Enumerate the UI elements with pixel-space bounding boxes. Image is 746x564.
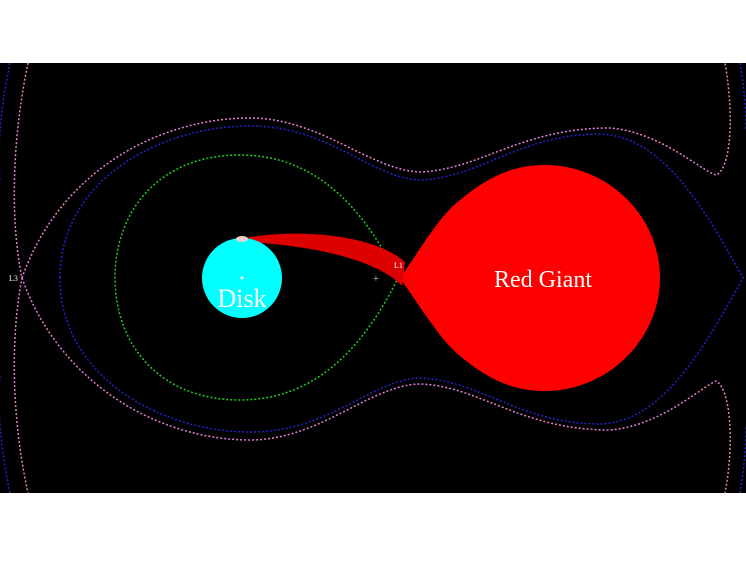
l3-label: L3 (9, 274, 18, 283)
roche-lobe (114, 154, 399, 401)
red-giant (400, 165, 660, 391)
hot-spot (236, 236, 248, 242)
outer-blue-arc-left (0, 62, 11, 494)
disk-label: Disk (217, 284, 266, 313)
l1-label: L1 (394, 261, 403, 270)
white-dwarf-dot (240, 276, 244, 280)
inner-equipotential-contour (59, 125, 744, 433)
center-of-mass-marker: + (373, 274, 379, 285)
outer-equipotential-dumbbell (21, 62, 731, 494)
red-giant-label: Red Giant (494, 267, 592, 293)
mass-transfer-stream (245, 233, 405, 286)
